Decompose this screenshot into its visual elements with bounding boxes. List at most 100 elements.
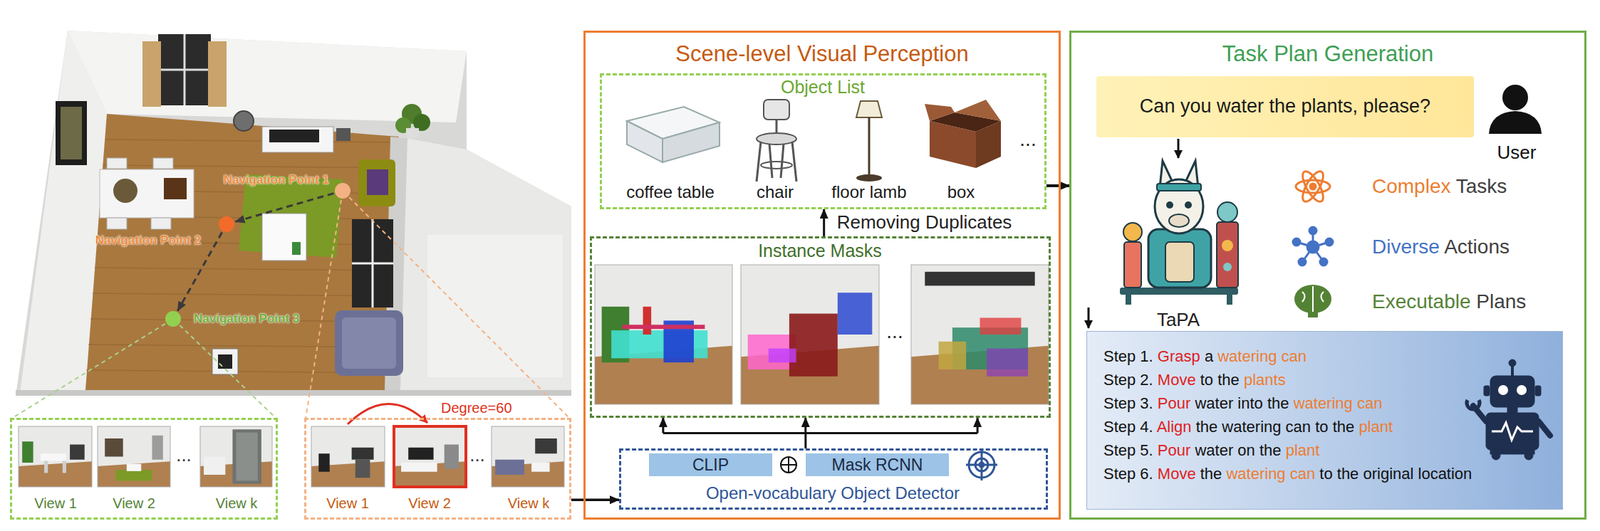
object-image [756, 133, 797, 145]
executable-icon [1294, 284, 1332, 318]
instance-mask-group: Instance Masks... [589, 236, 1051, 419]
target-icon [965, 450, 998, 481]
complex-icon [1295, 168, 1331, 206]
room-illustration [233, 111, 254, 132]
connector [823, 209, 825, 237]
connector [235, 193, 334, 223]
highlight: Executable [1372, 290, 1472, 313]
robot-icon [1535, 386, 1541, 397]
robot-icon [1524, 451, 1534, 461]
robot-icon [1507, 407, 1518, 414]
instance-mask-image [911, 265, 1049, 405]
tapa-llama [1217, 202, 1238, 223]
tapa-llama [1123, 222, 1142, 242]
view-thumbnail [116, 470, 153, 481]
tapa-llama [1226, 294, 1233, 305]
robot-icon [1483, 386, 1490, 397]
room-illustration [15, 30, 572, 397]
node-text: Scene-level Visual Perception [675, 41, 969, 67]
view-thumbnail [69, 445, 85, 461]
view-thumbnail [97, 461, 171, 488]
robot-icon [1486, 413, 1539, 451]
room-illustration [208, 41, 227, 107]
view-thumbnail [393, 426, 466, 488]
connector [661, 418, 664, 434]
node-text: Open-vocabulary Object Detector [705, 483, 960, 504]
room-illustration [55, 101, 87, 166]
room-illustration [60, 106, 82, 160]
room-illustration [341, 317, 397, 370]
highlight: Grasp [1157, 347, 1201, 366]
view-thumbnail [531, 463, 550, 473]
view-thumbnail [408, 448, 434, 461]
view-thumbnail [495, 460, 525, 476]
speech-bubble: Can you water the plants, please? [1096, 76, 1474, 138]
tapa-llama [1221, 240, 1234, 252]
detector-group: Open-vocabulary Object DetectorCLIPMask … [619, 448, 1048, 511]
user-icon [1488, 84, 1542, 134]
robot-icon [1466, 359, 1551, 461]
robot-icon [1466, 400, 1480, 410]
tapa-llama [1148, 229, 1212, 288]
node-text: Navigation Point 3 [193, 312, 300, 327]
object-image [769, 143, 773, 179]
connector [804, 433, 807, 450]
room-illustration [158, 69, 211, 72]
view-thumbnail [318, 453, 330, 473]
highlight: Move [1157, 465, 1197, 483]
diverse-icon [1325, 238, 1333, 246]
instance-mask-image [837, 292, 873, 335]
node-text: floor lamb [831, 182, 907, 203]
view-thumbnail [491, 426, 565, 488]
view-thumbnail [18, 461, 92, 488]
node-text: chair [756, 182, 794, 203]
node-text: Step 5. Pour water on the plant [1103, 441, 1320, 460]
instance-mask-image [986, 349, 1028, 377]
tapa-llama [1125, 294, 1132, 305]
view-thumbnail [393, 426, 466, 488]
view-thumbnail [97, 426, 171, 488]
node-text: View 1 [326, 495, 370, 513]
node-text: View k [507, 495, 550, 513]
robot-icon [1516, 385, 1527, 396]
object-image [975, 121, 1001, 169]
object-image [868, 117, 871, 177]
connector [11, 324, 277, 419]
object-image [763, 99, 790, 120]
node-text: Step 3. Pour water into the watering can [1103, 394, 1383, 413]
node-text: View k [215, 495, 258, 513]
object-image [856, 101, 882, 118]
node-text: coffee table [626, 182, 715, 203]
node-text: Step 6. Move the watering can to the ori… [1103, 465, 1472, 483]
view-thumbnail [18, 403, 565, 488]
user-icon [1502, 84, 1529, 111]
instance-mask-image [747, 334, 797, 370]
view-thumbnail [311, 426, 385, 488]
room-illustration [292, 242, 301, 256]
view-thumbnail [200, 426, 273, 488]
flow-arrow [1087, 307, 1090, 329]
instance-mask-image [789, 314, 838, 377]
room-illustration [351, 219, 394, 308]
connector [571, 500, 620, 501]
view-thumbnail [152, 435, 164, 461]
room-illustration [105, 139, 397, 143]
connector [663, 432, 978, 435]
object-image [756, 141, 797, 182]
node-text: box [947, 182, 976, 203]
view-thumbnail [311, 426, 385, 488]
object-list-group: Object Listcoffee tablechairfloor lambbo… [599, 73, 1047, 210]
tapa-llama [1184, 201, 1192, 209]
highlight: plant [1285, 441, 1321, 460]
user-icon [1488, 111, 1542, 134]
process-box: Mask RCNN [805, 453, 949, 477]
instance-mask-image [622, 324, 706, 330]
robot-icon [1491, 451, 1501, 461]
room-illustration [163, 178, 187, 200]
highlight: Align [1156, 418, 1192, 436]
room-illustration [406, 128, 419, 139]
view-thumbnail [18, 426, 92, 488]
tapa-llama [1223, 262, 1232, 272]
room-illustration [336, 128, 351, 142]
